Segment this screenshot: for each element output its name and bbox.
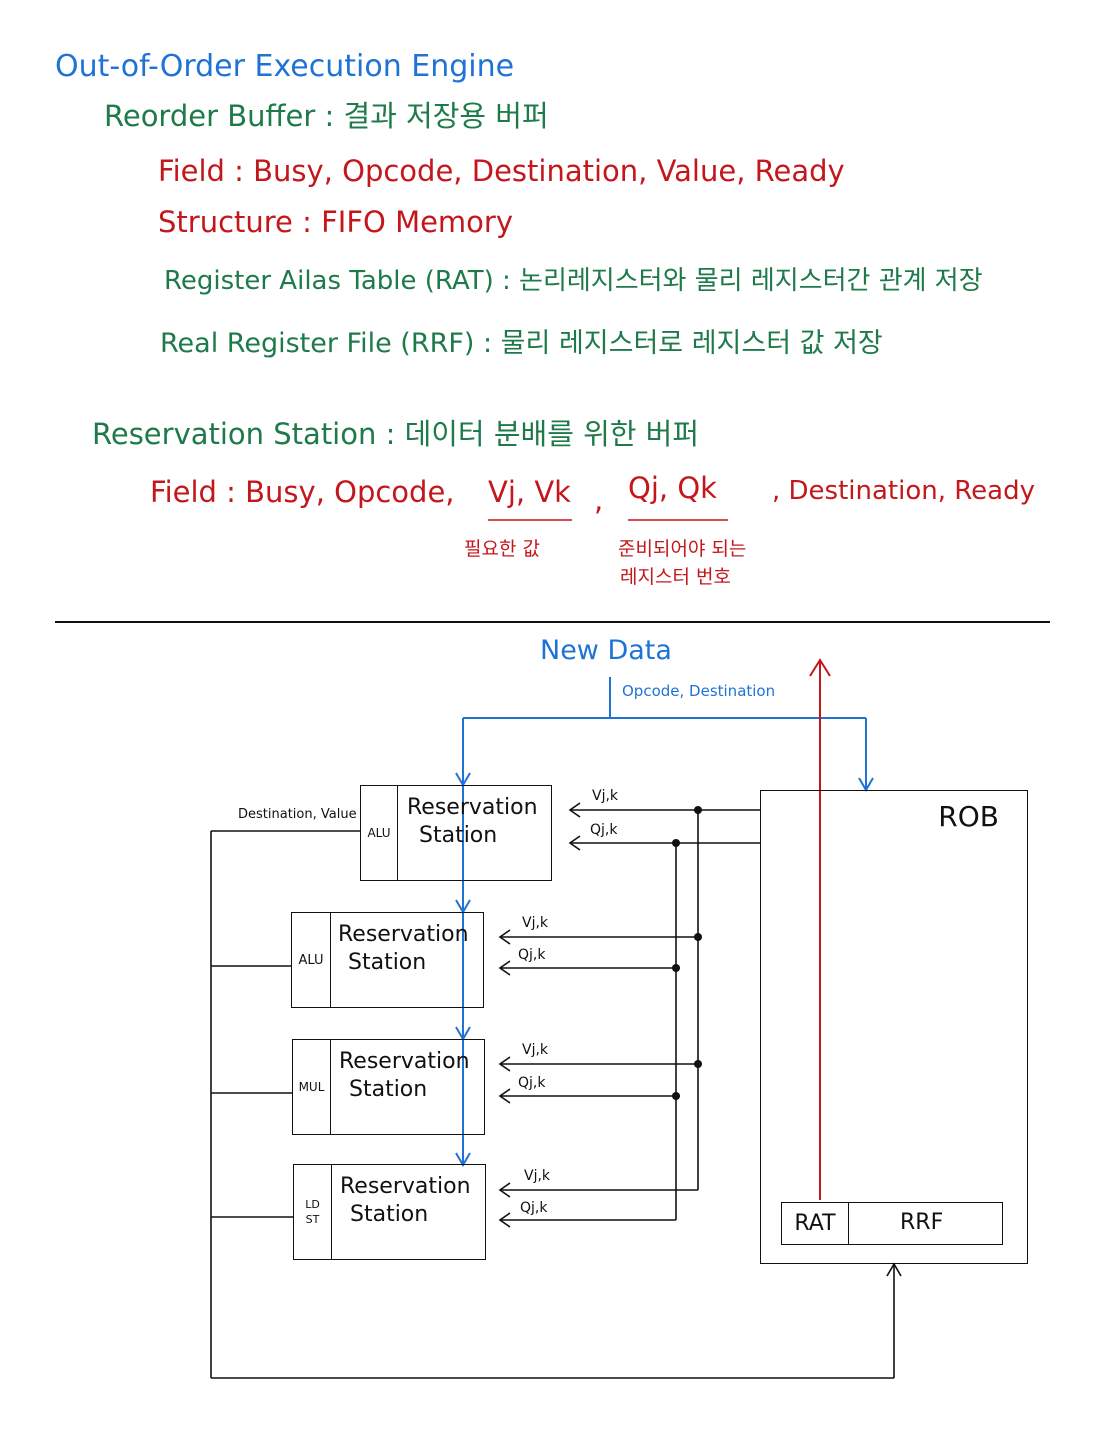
v-label-2: Vj,k — [522, 915, 549, 931]
v-label-1: Vj,k — [592, 788, 619, 804]
rs-label-4a: Reservation — [340, 1174, 471, 1199]
new-data-label: New Data — [540, 635, 672, 666]
rs-field-qjqk: Qj, Qk — [628, 471, 717, 505]
reservation-station-4: LD ST Reservation Station — [293, 1164, 486, 1260]
rat-output-arrow — [809, 658, 831, 1200]
rs-label-3a: Reservation — [339, 1049, 470, 1074]
rs-field-vjvk: Vj, Vk — [488, 475, 571, 509]
unit-label-3: MUL — [293, 1040, 331, 1134]
q-label-3: Qj,k — [518, 1075, 546, 1091]
rat-rrf-block: RAT RRF — [781, 1202, 1003, 1245]
rob-label: ROB — [938, 800, 999, 833]
rs-label-2b: Station — [348, 950, 427, 975]
unit-label-1: ALU — [361, 786, 398, 880]
q-label-1: Qj,k — [590, 822, 618, 838]
unit-label-4: LD ST — [294, 1165, 332, 1259]
rs-label-4b: Station — [350, 1202, 429, 1227]
q-label-4: Qj,k — [520, 1200, 548, 1216]
rs-label-1a: Reservation — [407, 795, 538, 820]
new-data-path — [462, 677, 867, 1165]
v-label-3: Vj,k — [522, 1042, 549, 1058]
note-qjqk-line1: 준비되어야 되는 — [618, 538, 747, 560]
note-vjvk: 필요한 값 — [464, 538, 540, 560]
result-feedback-path — [210, 830, 902, 1379]
rs-label-2a: Reservation — [338, 922, 469, 947]
rrf-cell: RRF — [900, 1210, 944, 1235]
rs-label-3b: Station — [349, 1077, 428, 1102]
destination-value-label: Destination, Value — [238, 807, 357, 822]
rs-label-1b: Station — [419, 823, 498, 848]
rob-definition: Reorder Buffer : 결과 저장용 버퍼 — [104, 99, 549, 133]
opcode-destination-label: Opcode, Destination — [622, 682, 776, 700]
rob-operand-bus — [498, 802, 760, 1228]
q-label-2: Qj,k — [518, 947, 546, 963]
rob-block: ROB RAT RRF — [760, 790, 1028, 1264]
notes-title: Out-of-Order Execution Engine — [55, 49, 515, 84]
rs-definition: Reservation Station : 데이터 분배를 위한 버퍼 — [92, 417, 700, 451]
reservation-station-2: ALU Reservation Station — [291, 912, 484, 1008]
rs-field-suffix: , Destination, Ready — [772, 476, 1035, 506]
rat-cell: RAT — [782, 1203, 849, 1244]
rrf-definition: Real Register File (RRF) : 물리 레지스터로 레지스터… — [160, 328, 883, 359]
note-qjqk-line2: 레지스터 번호 — [620, 566, 731, 588]
unit-label-2: ALU — [292, 913, 331, 1007]
reservation-station-3: MUL Reservation Station — [292, 1039, 485, 1135]
reservation-station-1: ALU Reservation Station — [360, 785, 552, 881]
rob-structure-line: Structure : FIFO Memory — [158, 205, 514, 239]
rs-field-prefix: Field : Busy, Opcode, — [150, 475, 455, 509]
bus-junction-dots — [672, 806, 702, 1100]
rob-field-line: Field : Busy, Opcode, Destination, Value… — [158, 154, 845, 188]
v-label-4: Vj,k — [524, 1168, 551, 1184]
rat-definition: Register Ailas Table (RAT) : 논리레지스터와 물리 … — [164, 266, 983, 296]
rs-field-comma: , — [594, 483, 604, 517]
